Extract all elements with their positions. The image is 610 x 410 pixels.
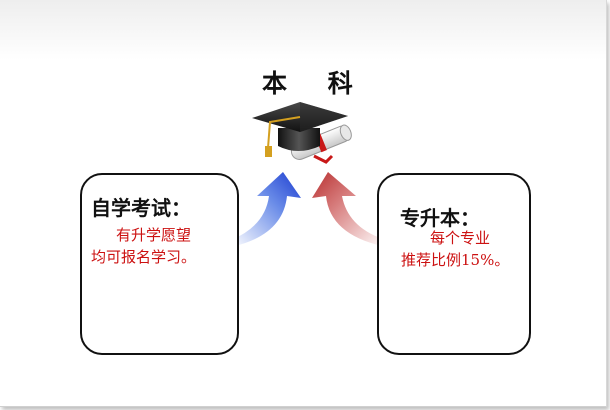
college-upgrade-box: 专升本： 每个专业 推荐比例15%。	[377, 173, 531, 355]
college-upgrade-line-2: 推荐比例15%。	[401, 251, 510, 269]
self-study-exam-box: 自学考试： 有升学愿望 均可报名学习。	[80, 173, 239, 355]
self-study-exam-line-1: 有升学愿望	[116, 226, 192, 244]
college-upgrade-heading: 专升本：	[400, 206, 480, 230]
self-study-exam-heading: 自学考试：	[91, 196, 191, 220]
slide-top-gradient	[0, 0, 606, 60]
self-study-exam-line-2: 均可报名学习。	[91, 248, 197, 266]
red-curved-arrow	[312, 172, 386, 246]
blue-curved-arrow	[231, 172, 301, 246]
slide-title: 本 科	[262, 69, 369, 98]
college-upgrade-line-1: 每个专业	[430, 229, 491, 247]
graduation-cap-with-diploma-icon	[252, 102, 352, 164]
